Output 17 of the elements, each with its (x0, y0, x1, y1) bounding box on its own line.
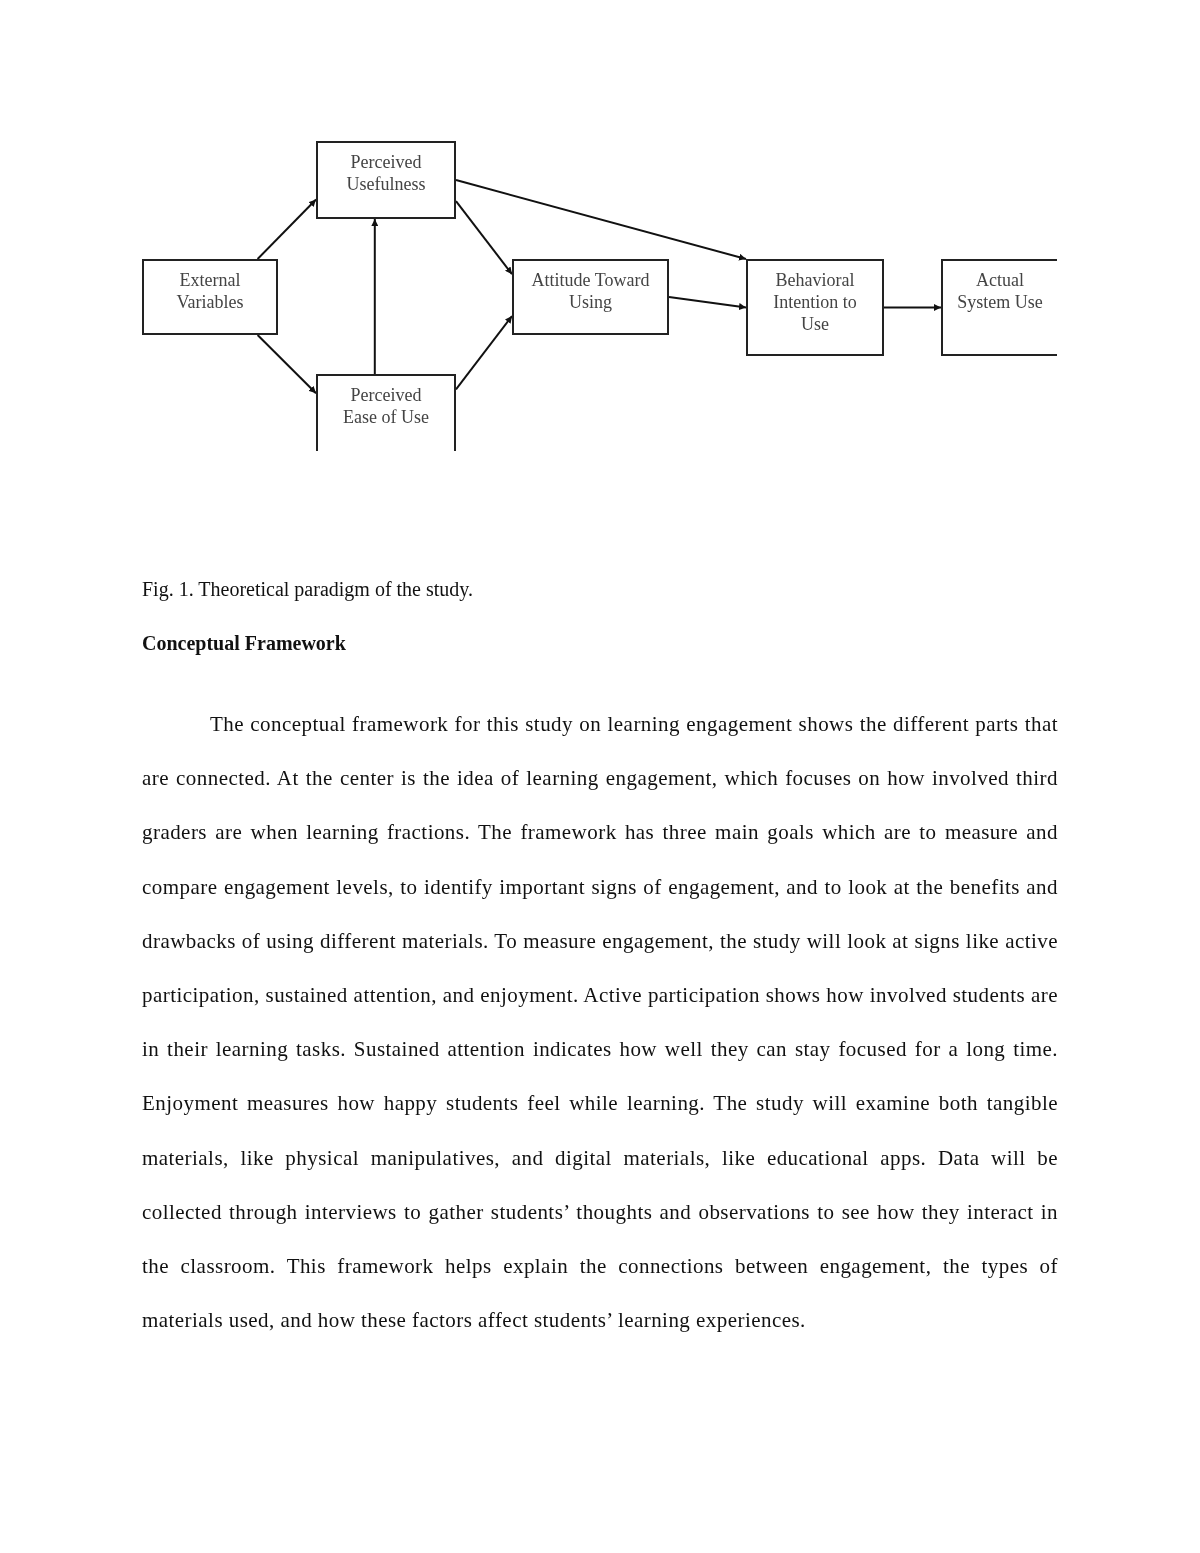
figure-caption: Fig. 1. Theoretical paradigm of the study. (142, 578, 474, 601)
process-box: External Variables (142, 259, 278, 335)
arrow (668, 296, 747, 310)
arrow (883, 304, 942, 311)
arrow (256, 198, 317, 260)
arrow (256, 334, 317, 395)
body-paragraph: The conceptual framework for this study on learning engagement shows the different parts that are connected. At the center is the idea of learning engagement, which focuses on how involved third graders are when learning fractions. The framework has three main goals which are to measure and compare engagement levels, to identify important signs of engagement, and to look at the benefits and drawbacks of using different materials. To measure engagement, the study will look at signs like active participation, sustained attention, and enjoyment. Active participation shows how involved students are in their learning tasks. Sustained attention indicates how well they can stay focused for a long time. Enjoyment measures how happy students feel while learning. The study will examine both tangible materials, like physical manipulatives, and digital materials, like educational apps. Data will be collected through interviews to gather students’ thoughts and observations to see how they interact in the classroom. This framework helps explain the connections between engagement, the types of materials used, and how these factors affect students’ learning experiences. (142, 711, 1058, 1335)
process-box: Behavioral Intention to Use (746, 259, 884, 356)
arrow (455, 200, 513, 276)
process-box: Actual System Use (941, 259, 1057, 356)
arrow (455, 179, 747, 261)
process-box: Attitude Toward Using (512, 259, 669, 335)
section-heading: Conceptual Framework (142, 632, 346, 655)
process-box: Perceived Usefulness (316, 141, 456, 219)
arrow (455, 315, 513, 391)
arrow (371, 218, 379, 375)
process-box: Perceived Ease of Use (316, 374, 456, 451)
